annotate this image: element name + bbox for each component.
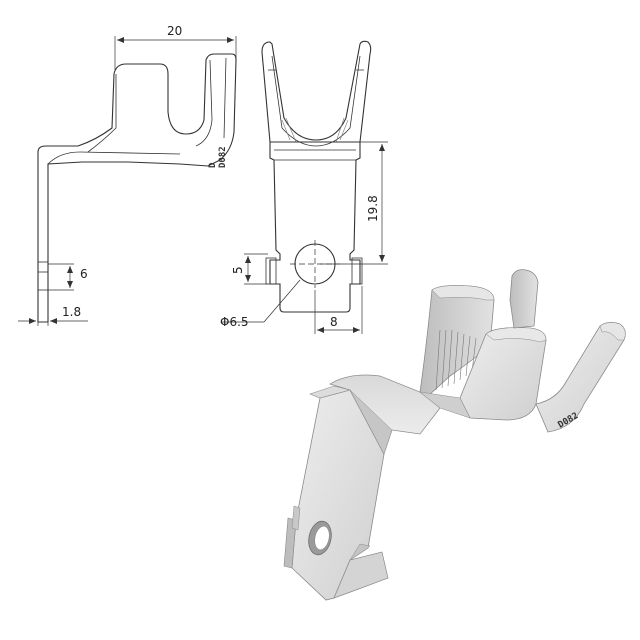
front-body-outline [269, 141, 361, 313]
isometric-render: D082 [283, 269, 626, 601]
side-view: 20 D D082 6 1.8 [18, 24, 237, 326]
part-marking-line1: D [208, 162, 218, 168]
dim-height-label: 19.8 [366, 195, 380, 222]
front-view: 19.8 5 Φ6.5 8 [220, 40, 388, 334]
front-crimp-hatch [281, 117, 349, 143]
dim-width-top-label: 20 [167, 24, 182, 38]
dim-thickness-label: 1.8 [62, 305, 81, 319]
render-side-lug [291, 505, 301, 531]
side-view-edge [223, 57, 227, 139]
render-hole-inner [314, 525, 330, 551]
render-wing-left-top [431, 285, 495, 301]
render-tab-back [509, 269, 539, 329]
render-bend-shadow [349, 389, 393, 455]
side-view-tab-line [195, 59, 213, 147]
front-lug-right [351, 257, 363, 285]
render-leg-top-edge [309, 385, 352, 399]
front-fork-inner [271, 55, 361, 147]
render-wing-right-top [485, 327, 547, 343]
dim-hole-diameter-label: Φ6.5 [220, 315, 249, 329]
render-tab-front-top [599, 322, 626, 341]
dim-dia-leader [263, 279, 301, 323]
render-bottom-tab [333, 551, 389, 599]
side-view-outline [37, 53, 237, 323]
dim-slot-width-label: 6 [80, 267, 88, 281]
part-marking: D D082 [208, 146, 228, 168]
dim-hole-center-label: 8 [330, 315, 338, 329]
side-foot-notch [37, 261, 49, 273]
render-tab-notch [349, 543, 371, 561]
front-lug-left [265, 257, 277, 285]
side-view-bend-line [87, 74, 117, 153]
render-barrel-floor [419, 391, 471, 419]
part-marking-line2: D082 [218, 146, 228, 168]
side-view-bend-inner [47, 151, 181, 165]
dim-hole-offset-label: 5 [231, 266, 245, 274]
front-fork-outline [261, 40, 372, 143]
render-serrations [435, 329, 477, 391]
render-leg-side [283, 517, 297, 569]
render-tab-front [535, 322, 626, 433]
